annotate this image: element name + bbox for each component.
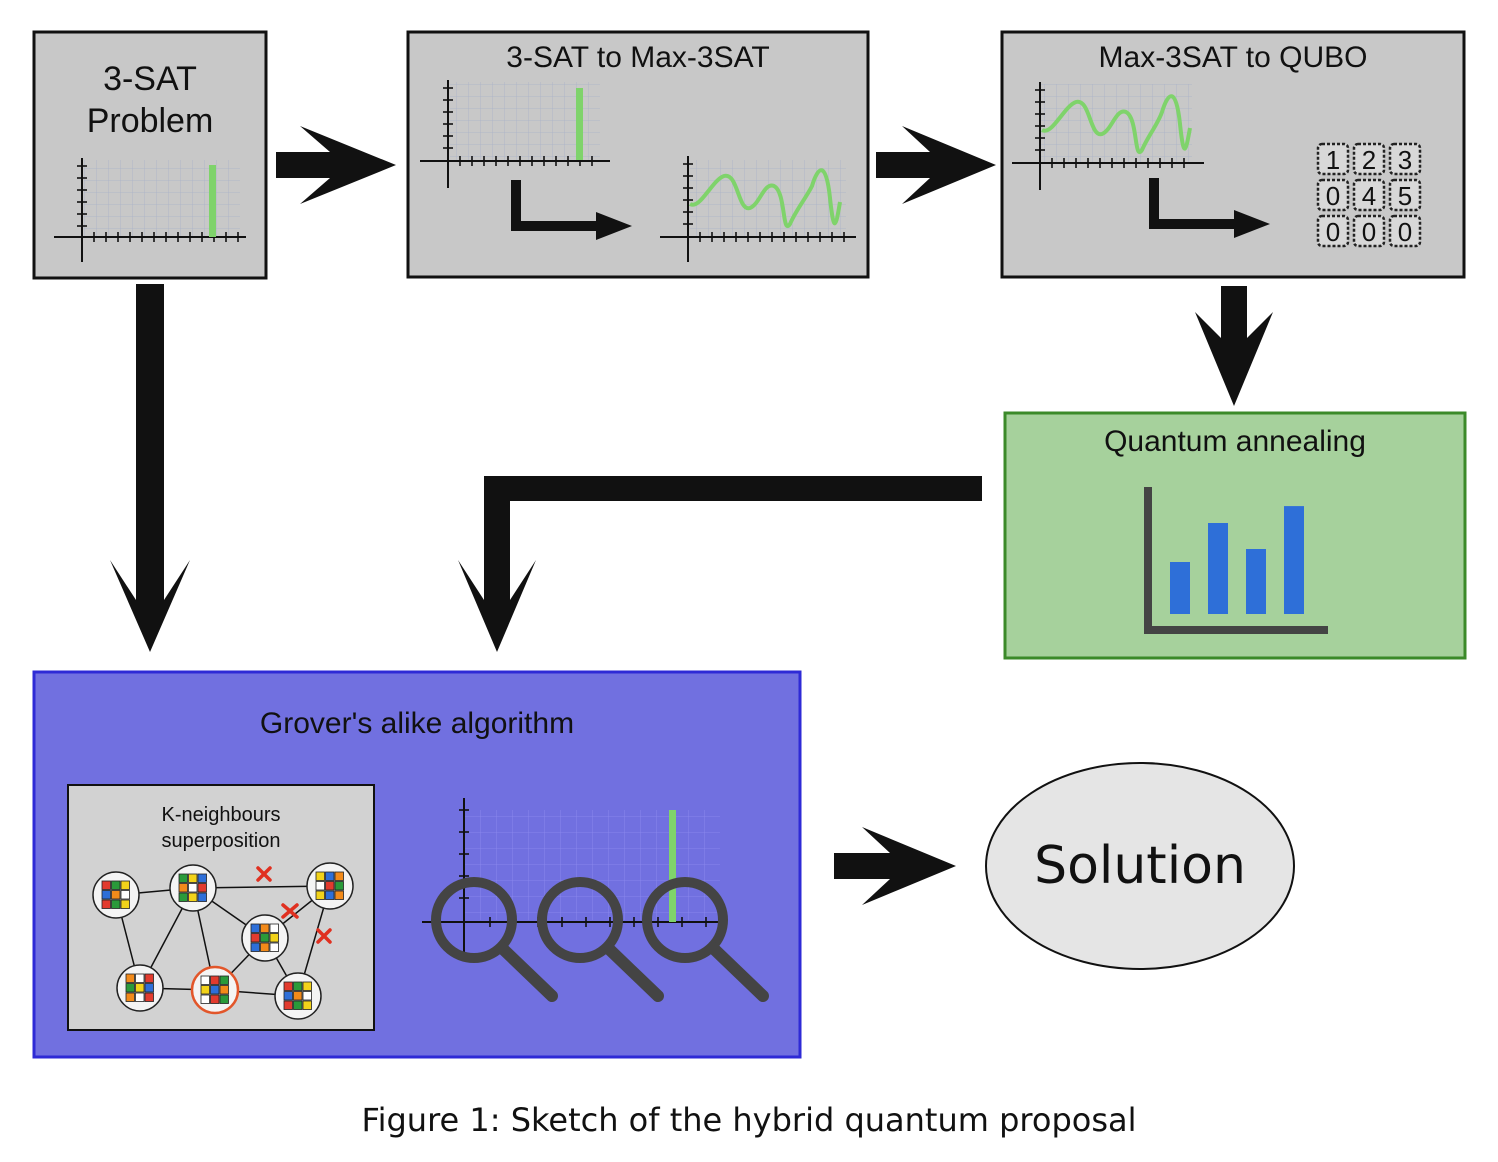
qubo-matrix-cell (1388, 178, 1422, 212)
cube-node (241, 914, 289, 962)
sat-problem-title: 3-SAT Problem (86, 60, 214, 140)
annealing-bar (1246, 549, 1266, 614)
qubo-matrix-value: 3 (1398, 145, 1412, 175)
k-neighbours-line-2: superposition (161, 830, 281, 852)
qubo-chart (1012, 82, 1204, 190)
grover-solution-bar (669, 810, 676, 922)
cube-node (116, 964, 164, 1012)
qubo-matrix-value: 0 (1326, 181, 1340, 211)
qubo-matrix-value: 4 (1362, 181, 1376, 211)
qubo-matrix-cell (1316, 178, 1350, 212)
arrow-annealing-to-grover (458, 476, 982, 652)
qubo-matrix-cell (1316, 142, 1350, 176)
cube-node (190, 965, 240, 1015)
k-neighbours-label: K-neighbours superposition (68, 802, 374, 854)
qubo-transform-arrow (1149, 178, 1242, 229)
annealing-bar-chart (1144, 487, 1328, 634)
max3sat-chart-left (420, 80, 610, 188)
qubo-matrix-cell (1388, 142, 1422, 176)
k-neighbours-line-1: K-neighbours (161, 804, 281, 826)
cut-edge-marks (256, 866, 332, 944)
max3sat-transform-arrow (511, 180, 604, 231)
max3sat-solution-bar (576, 88, 583, 160)
annealing-bar (1170, 562, 1190, 614)
arrow-sat-to-max3sat (276, 126, 396, 204)
qubo-matrix-cell (1316, 214, 1350, 248)
qubo-matrix-value: 0 (1326, 217, 1340, 247)
arrow-sat-to-grover (110, 284, 190, 652)
qubo-matrix-value: 0 (1398, 217, 1412, 247)
qubo-matrix-value: 2 (1362, 145, 1376, 175)
magnifier-icon (537, 877, 664, 1002)
grover-title: Grover's alike algorithm (259, 707, 575, 740)
max3sat-energy-curve (688, 168, 842, 229)
figure-caption: Figure 1: Sketch of the hybrid quantum p… (361, 1101, 1137, 1139)
sat-mini-chart (54, 158, 246, 262)
arrow-max3sat-to-qubo (876, 126, 996, 204)
magnifier-icon (642, 877, 769, 1002)
cube-node (306, 862, 354, 910)
magnifier-icon (431, 877, 558, 1002)
neighbour-graph (92, 862, 354, 1020)
qubo-matrix-cell (1388, 214, 1422, 248)
annealing-bar (1284, 506, 1304, 614)
annealing-title: Quantum annealing (1104, 425, 1366, 458)
max3sat-chart-right (660, 156, 856, 262)
cube-node (92, 871, 140, 919)
cube-node (169, 864, 217, 912)
solution-label: Solution (1034, 836, 1246, 896)
qubo-matrix-value: 5 (1398, 181, 1412, 211)
qubo-energy-curve (1040, 94, 1192, 155)
annealing-bar (1208, 523, 1228, 614)
qubo-matrix-cell (1352, 214, 1386, 248)
grover-chart (422, 798, 769, 1002)
sat-solution-bar (209, 165, 216, 237)
annealing-box (1003, 411, 1467, 660)
max3sat-transform-arrowhead (596, 212, 632, 240)
solution-ellipse (985, 762, 1295, 970)
qubo-transform-arrowhead (1234, 210, 1270, 238)
qubo-matrix-cell (1352, 178, 1386, 212)
cube-node (274, 972, 322, 1020)
qubo-matrix-value: 0 (1362, 217, 1376, 247)
qubo-matrix-value: 1 (1326, 145, 1340, 175)
qubo-matrix-cell (1352, 142, 1386, 176)
max3sat-title: 3-SAT to Max-3SAT (506, 41, 770, 74)
arrow-grover-to-solution (834, 827, 956, 905)
arrow-qubo-to-annealing (1195, 286, 1273, 406)
qubo-title: Max-3SAT to QUBO (1098, 41, 1368, 74)
flow-arrows (110, 126, 1273, 905)
